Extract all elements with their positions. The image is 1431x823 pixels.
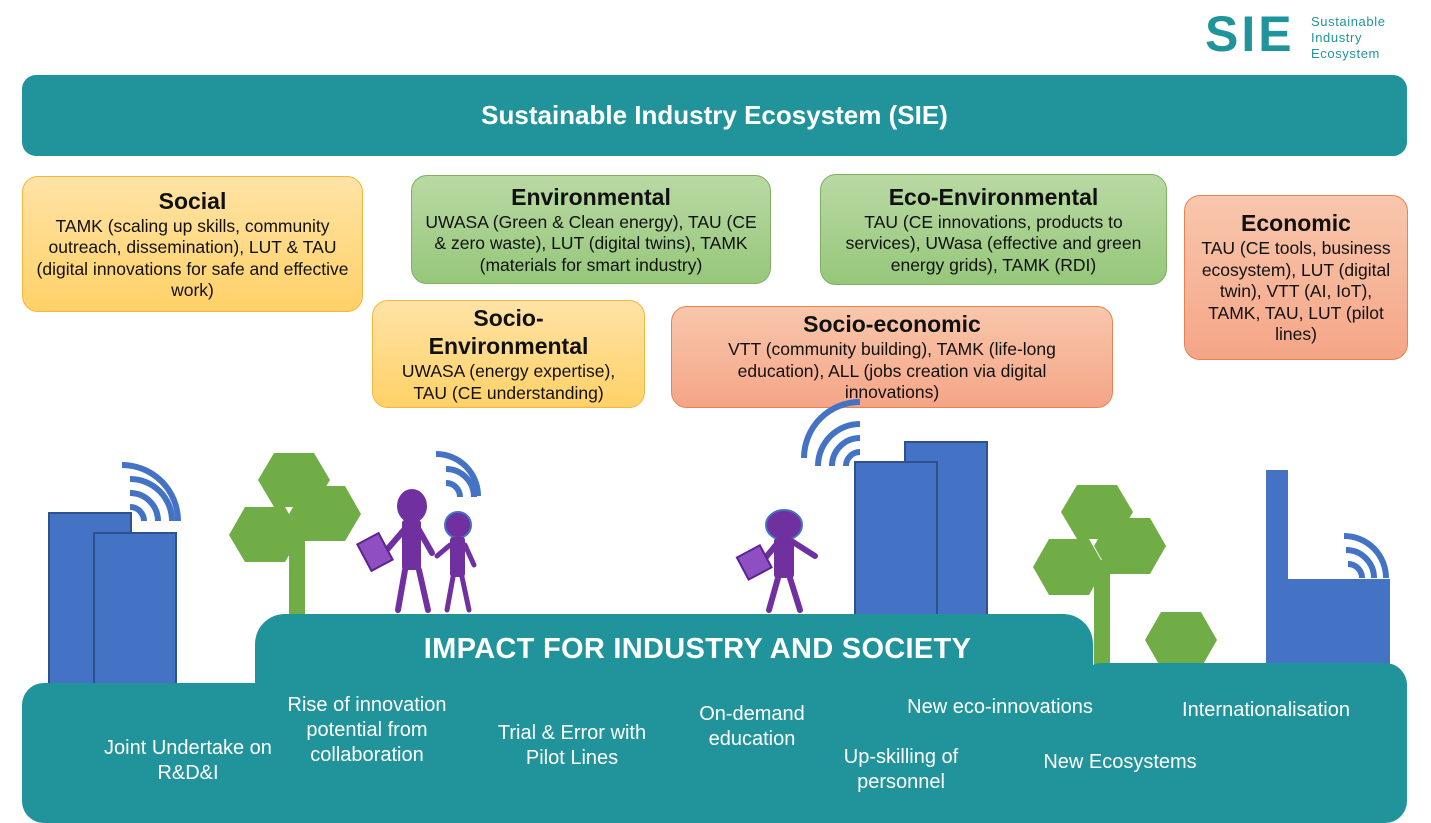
person-icon [434, 511, 477, 613]
wifi-icon [121, 462, 181, 522]
pillar-eco-environmental: Eco-Environmental TAU (CE innovations, p… [820, 174, 1167, 285]
pillar-socio-economic: Socio-economic VTT (community building),… [671, 306, 1113, 408]
building-middle [854, 441, 988, 623]
impact-item-joint-undertake: Joint Undertake on R&D&I [104, 737, 272, 784]
pillar-socio-economic-title: Socio-economic [803, 311, 981, 338]
sie-logo-line-1: Sustainable [1311, 14, 1386, 29]
tree-icon [229, 453, 361, 634]
factory-icon [1266, 470, 1390, 670]
pillar-environmental-text: UWASA (Green & Clean energy), TAU (CE & … [425, 211, 757, 275]
person-icon [356, 489, 435, 613]
tree-icon [1033, 485, 1217, 668]
wifi-icon [801, 399, 861, 467]
impact-ground-right [1080, 663, 1407, 723]
impact-item-new-ecosystems: New Ecosystems [1043, 751, 1197, 773]
impact-item-trial-and-error: Trial & Error with Pilot Lines [497, 722, 647, 769]
person-icon [735, 509, 818, 613]
sie-logo-line-3: Ecosystem [1311, 46, 1380, 61]
building-left [48, 512, 177, 689]
pillar-socio-environmental-text: UWASA (energy expertise), TAU (CE unders… [401, 361, 616, 403]
pillar-socio-economic-text: VTT (community building), TAMK (life-lon… [728, 339, 1056, 403]
wifi-icon [1343, 533, 1389, 579]
sie-logo: SIE Sustainable Industry Ecosystem [1205, 6, 1405, 64]
pillar-economic-text: TAU (CE tools, business ecosystem), LUT … [1201, 238, 1391, 345]
wifi-icon [435, 451, 481, 498]
impact-item-innovation-potential: Rise of innovation potential from collab… [287, 694, 447, 766]
pillar-environmental-title: Environmental [511, 183, 671, 210]
impact-item-up-skilling: Up-skilling of personnel [843, 746, 959, 793]
pillar-socio-environmental: Socio-Environmental UWASA (energy expert… [372, 300, 645, 408]
impact-header-panel [255, 614, 1093, 714]
impact-item-eco-innovations: New eco-innovations [907, 696, 1093, 718]
impact-item-internationalisation: Internationalisation [1182, 699, 1350, 721]
pillar-economic-title: Economic [1241, 210, 1351, 237]
sie-banner-title: Sustainable Industry Ecosystem (SIE) [481, 100, 948, 130]
pillar-social-text: TAMK (scaling up skills, community outre… [36, 215, 349, 301]
pillar-environmental: Environmental UWASA (Green & Clean energ… [411, 175, 771, 284]
pillar-eco-environmental-title: Eco-Environmental [888, 183, 1099, 210]
impact-item-on-demand-education: On-demand education [699, 703, 805, 750]
pillar-socio-environmental-title: Socio-Environmental [428, 305, 589, 359]
sie-banner: Sustainable Industry Ecosystem (SIE) [22, 75, 1407, 156]
pillar-social: Social TAMK (scaling up skills, communit… [22, 176, 363, 312]
pillar-eco-environmental-text: TAU (CE innovations, products to service… [845, 211, 1142, 275]
pillar-economic: Economic TAU (CE tools, business ecosyst… [1184, 195, 1408, 360]
sie-logo-line-2: Industry [1311, 30, 1363, 45]
impact-title: IMPACT FOR INDUSTRY AND SOCIETY [423, 633, 972, 665]
sie-logo-mark: SIE [1205, 6, 1295, 62]
pillar-social-title: Social [158, 187, 227, 214]
